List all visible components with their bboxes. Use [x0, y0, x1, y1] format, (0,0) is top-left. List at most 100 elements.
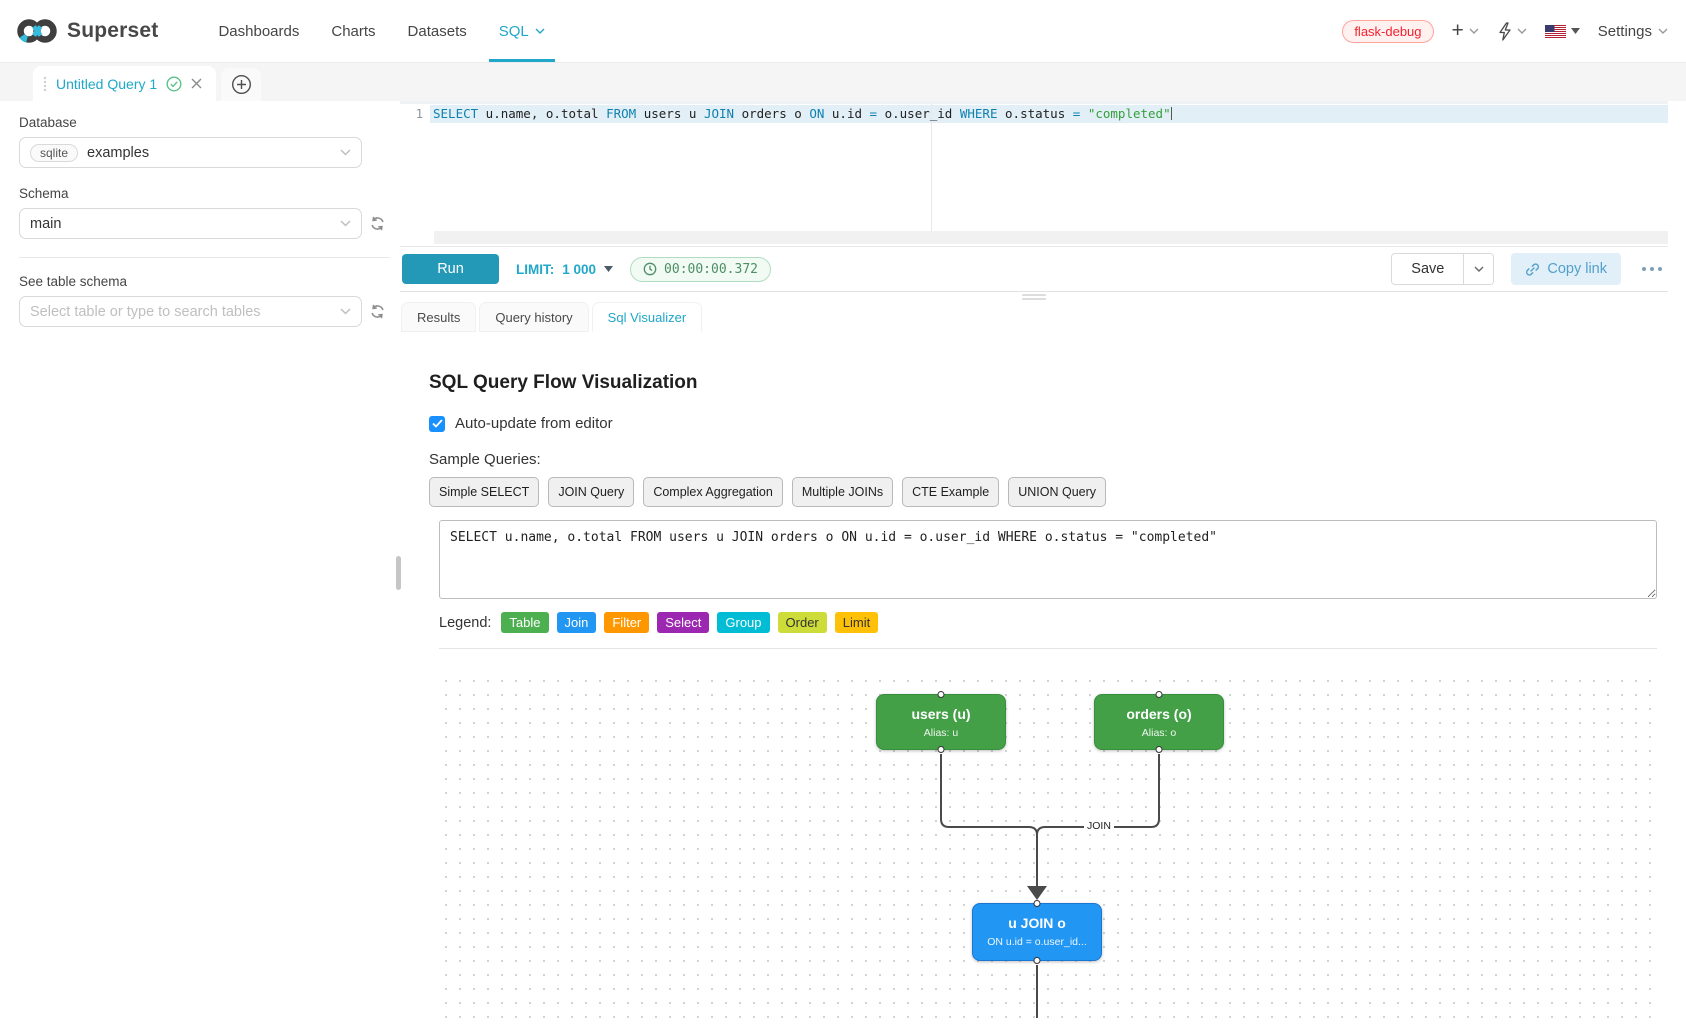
legend-chip-order: Order: [777, 612, 827, 633]
flow-canvas[interactable]: users (u) Alias: u orders (o) Alias: o u…: [439, 674, 1657, 1018]
flow-node-orders[interactable]: orders (o) Alias: o: [1094, 691, 1224, 753]
flow-node-join[interactable]: u JOIN o ON u.id = o.user_id...: [972, 900, 1102, 964]
tab-query-history[interactable]: Query history: [479, 302, 589, 332]
app-logo[interactable]: Superset: [16, 16, 158, 46]
sample-simple-select-button[interactable]: Simple SELECT: [429, 477, 540, 507]
auto-update-label: Auto-update from editor: [455, 415, 613, 432]
text-cursor: [1170, 107, 1172, 120]
clock-icon: [643, 262, 657, 276]
editor-toolbar: Run LIMIT: 1 000 00:00:00.372 Save: [400, 246, 1668, 292]
nav-sql-label: SQL: [498, 22, 529, 40]
node-port[interactable]: [1033, 900, 1041, 907]
sample-queries-label: Sample Queries:: [429, 451, 541, 468]
schema-label: Schema: [19, 186, 69, 201]
legend-chip-select: Select: [657, 612, 710, 633]
lightning-bolt-icon: [1499, 21, 1511, 41]
more-options-icon[interactable]: [1638, 261, 1666, 277]
node-port[interactable]: [937, 746, 945, 753]
query-tab-title: Untitled Query 1: [56, 75, 158, 92]
tab-results[interactable]: Results: [401, 302, 477, 332]
sample-join-query-button[interactable]: JOIN Query: [548, 477, 635, 507]
sql-editor[interactable]: 1 SELECT u.name, o.total FROM users u JO…: [400, 101, 1668, 246]
auto-update-checkbox[interactable]: [429, 415, 445, 432]
sql-lab-layout: Database sqlite examples Schema main: [0, 101, 1686, 1034]
node-subtitle: ON u.id = o.user_id...: [987, 936, 1087, 948]
flow-node-users[interactable]: users (u) Alias: u: [876, 691, 1006, 753]
us-flag-icon: [1544, 24, 1566, 38]
node-title: users (u): [911, 706, 971, 722]
legend-chip-group: Group: [717, 612, 770, 633]
table-select[interactable]: Select table or type to search tables: [19, 296, 362, 327]
pane-scrollbar[interactable]: [396, 556, 401, 590]
database-select[interactable]: sqlite examples: [19, 137, 362, 168]
node-title: orders (o): [1126, 706, 1192, 722]
auto-update-row[interactable]: Auto-update from editor: [429, 415, 1668, 432]
node-port[interactable]: [937, 691, 945, 698]
node-port[interactable]: [1033, 957, 1041, 964]
check-circle-icon: [166, 75, 182, 92]
check-icon: [431, 419, 443, 428]
drag-grip-icon: [43, 76, 47, 91]
plus-circle-icon: [231, 74, 251, 95]
nav-sql[interactable]: SQL: [483, 0, 561, 62]
line-number: 1: [415, 107, 423, 121]
chevron-down-icon: [1474, 266, 1484, 272]
environment-tag: flask-debug: [1342, 19, 1434, 43]
chevron-down-icon: [1517, 28, 1527, 34]
database-label: Database: [19, 115, 77, 130]
nav-dashboards[interactable]: Dashboards: [218, 22, 300, 40]
refresh-tables-button[interactable]: [370, 304, 385, 319]
legend-chip-join: Join: [556, 612, 597, 633]
nav-datasets[interactable]: Datasets: [407, 22, 467, 40]
caret-down-icon: [604, 266, 614, 272]
query-tab[interactable]: Untitled Query 1: [33, 66, 217, 101]
run-button[interactable]: Run: [402, 254, 499, 284]
refresh-icon: [371, 216, 384, 231]
save-options-button[interactable]: [1463, 254, 1494, 284]
node-port[interactable]: [1155, 691, 1163, 698]
add-query-tab-button[interactable]: [221, 68, 262, 101]
language-picker[interactable]: [1544, 24, 1580, 38]
node-title: u JOIN o: [1008, 915, 1066, 931]
settings-label: Settings: [1597, 22, 1652, 40]
sample-union-query-button[interactable]: UNION Query: [1008, 477, 1107, 507]
legend-chip-table: Table: [501, 612, 549, 633]
save-button[interactable]: Save: [1392, 254, 1464, 284]
sql-visualizer-panel: SQL Query Flow Visualization Auto-update…: [400, 332, 1668, 1034]
refresh-schemas-button[interactable]: [370, 216, 385, 231]
main-pane: 1 SELECT u.name, o.total FROM users u JO…: [390, 101, 1686, 1034]
table-select-placeholder: Select table or type to search tables: [30, 303, 261, 320]
pane-resize-handle[interactable]: [400, 292, 1668, 302]
node-port[interactable]: [1155, 746, 1163, 753]
legend-divider: [439, 648, 1657, 649]
chevron-down-icon: [1469, 28, 1479, 34]
schema-select-value: main: [30, 215, 62, 232]
new-item-menu[interactable]: +: [1451, 19, 1479, 42]
refresh-icon: [371, 304, 384, 319]
plus-icon: +: [1451, 19, 1464, 42]
nav-charts[interactable]: Charts: [331, 22, 376, 40]
sample-queries-row: Simple SELECT JOIN Query Complex Aggrega…: [429, 477, 1668, 507]
close-icon[interactable]: [191, 78, 202, 89]
limit-value: 1 000: [562, 261, 597, 277]
page-title: SQL Query Flow Visualization: [429, 372, 698, 393]
chevron-down-icon: [340, 308, 351, 315]
chevron-down-icon: [535, 28, 545, 34]
sample-cte-example-button[interactable]: CTE Example: [902, 477, 1000, 507]
query-input[interactable]: SELECT u.name, o.total FROM users u JOIN…: [439, 520, 1657, 599]
editor-hscrollbar[interactable]: [434, 231, 1668, 244]
table-schema-label: See table schema: [19, 274, 128, 289]
sample-complex-aggregation-button[interactable]: Complex Aggregation: [643, 477, 783, 507]
settings-menu[interactable]: Settings: [1598, 23, 1668, 40]
editor-code-line: SELECT u.name, o.total FROM users u JOIN…: [433, 106, 1172, 121]
sample-multiple-joins-button[interactable]: Multiple JOINs: [791, 477, 894, 507]
tab-sql-visualizer[interactable]: Sql Visualizer: [591, 302, 703, 332]
copy-link-button[interactable]: Copy link: [1511, 253, 1621, 285]
schema-select[interactable]: main: [19, 208, 362, 239]
navbar-right: flask-debug +: [1342, 19, 1668, 43]
limit-dropdown[interactable]: LIMIT: 1 000: [516, 261, 614, 277]
legend-chip-filter: Filter: [604, 612, 650, 633]
query-status-menu[interactable]: [1497, 21, 1527, 41]
save-split-button: Save: [1391, 253, 1495, 285]
legend-row: Legend: Table Join Filter Select Group O…: [439, 612, 1668, 633]
